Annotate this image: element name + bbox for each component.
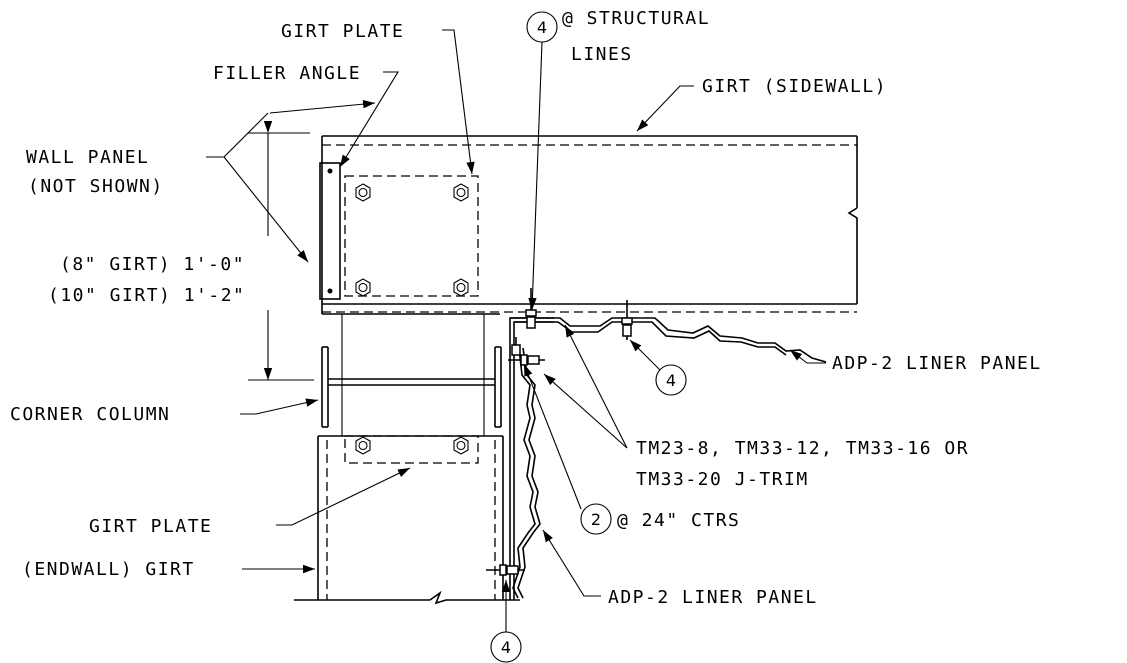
label-trim-line-1: TM23-8, TM33-12, TM33-16 OR (636, 438, 969, 459)
fastener-icon (621, 300, 633, 340)
label-not-shown: (NOT SHOWN) (28, 176, 164, 197)
bolt-icon (453, 436, 469, 455)
leader-lines (206, 29, 826, 632)
label-filler-angle: FILLER ANGLE (213, 63, 361, 84)
fastener-icon (511, 337, 521, 356)
label-lines: LINES (571, 44, 633, 65)
callout-2-ctrs: 2 (580, 503, 612, 535)
liner-panel-sidewall (510, 317, 827, 363)
label-girt-plate-bottom: GIRT PLATE (89, 516, 212, 537)
bolt-icon (453, 183, 469, 202)
label-liner-panel-right: ADP-2 LINER PANEL (832, 353, 1042, 374)
label-wall-panel: WALL PANEL (26, 147, 149, 168)
bolt-icon (355, 436, 371, 455)
label-girt-sidewall: GIRT (SIDEWALL) (702, 76, 887, 97)
dimension-line (248, 121, 314, 381)
corner-column (321, 314, 502, 436)
sidewall-girt (321, 135, 858, 315)
callout-4-bottom: 4 (490, 631, 522, 663)
girt-plate-bottom (344, 435, 479, 464)
svg-text:4: 4 (537, 18, 547, 37)
label-dim-8-girt: (8" GIRT) 1'-0" (60, 254, 245, 275)
label-ctrs: @ 24" CTRS (617, 510, 740, 531)
bolt-icon (355, 278, 371, 297)
bolt-icon (355, 183, 371, 202)
fastener-icon (525, 288, 537, 329)
liner-panel-endwall (512, 347, 541, 599)
svg-text:2: 2 (591, 510, 601, 529)
endwall-girt (294, 435, 520, 605)
filler-angle-plate (319, 162, 341, 300)
svg-text:4: 4 (666, 371, 676, 390)
label-liner-panel-bottom: ADP-2 LINER PANEL (608, 587, 818, 608)
label-corner-column: CORNER COLUMN (10, 404, 170, 425)
label-structural: @ STRUCTURAL (562, 8, 710, 29)
label-endwall-girt: (ENDWALL) GIRT (22, 559, 195, 580)
fastener-icon (486, 564, 525, 576)
callout-4-structural: 4 (526, 11, 558, 43)
svg-text:4: 4 (501, 638, 511, 657)
label-dim-10-girt: (10" GIRT) 1'-2" (48, 285, 245, 306)
label-girt-plate-top: GIRT PLATE (281, 21, 404, 42)
label-trim-line-2: TM33-20 J-TRIM (636, 469, 809, 490)
bolt-icon (453, 278, 469, 297)
girt-plate-top (344, 175, 479, 297)
callout-4-right: 4 (655, 364, 687, 396)
